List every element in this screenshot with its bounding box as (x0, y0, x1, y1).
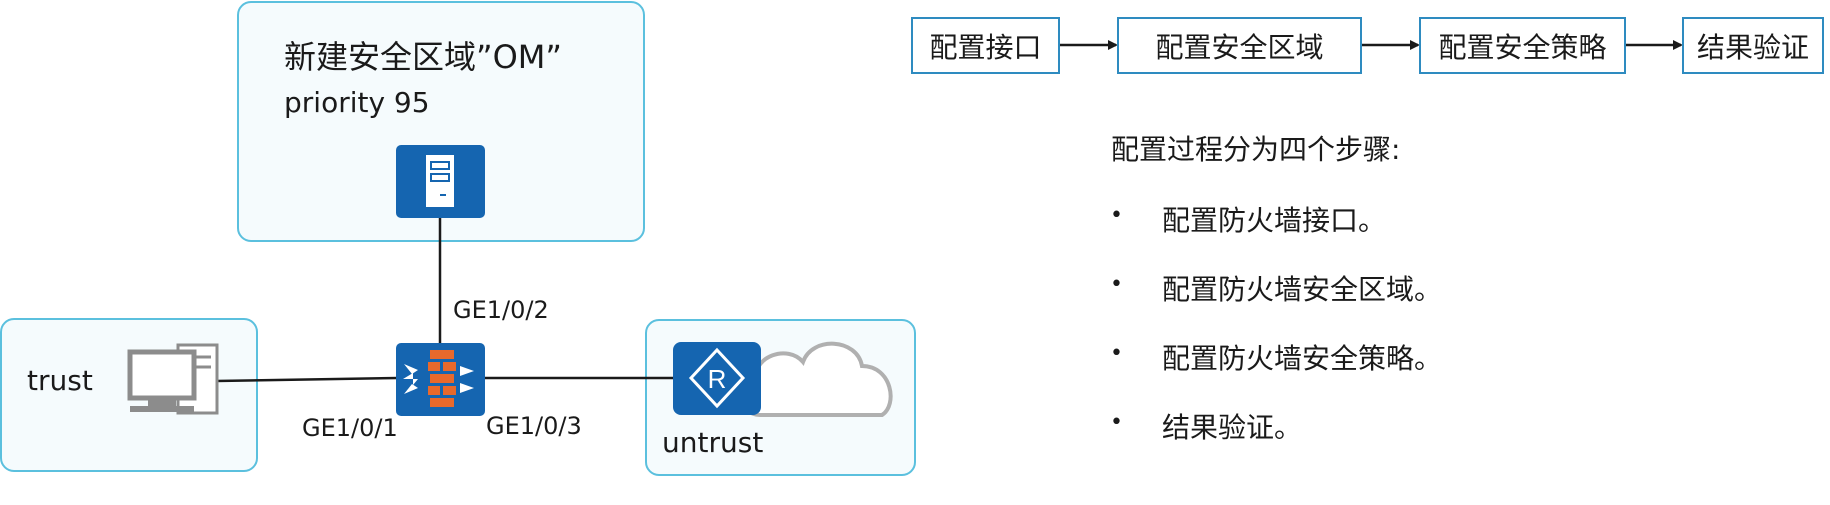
cloud-icon (740, 341, 893, 417)
flow-step-verify-result: 结果验证 (1682, 17, 1824, 74)
steps-intro: 配置过程分为四个步骤: (1111, 133, 1401, 166)
step-item-4: 结果验证。 (1162, 411, 1303, 444)
flow-step-configure-interface: 配置接口 (911, 17, 1060, 74)
server-icon (396, 145, 485, 218)
firewall-icon (396, 343, 485, 416)
router-icon: R (673, 342, 761, 415)
pc-icon (127, 343, 219, 415)
port-label-ge1: GE1/0/1 (302, 414, 398, 442)
trust-zone-label: trust (27, 364, 93, 397)
untrust-zone-label: untrust (662, 426, 764, 459)
om-zone-priority: priority 95 (284, 86, 430, 119)
bullet-1: • (1110, 203, 1123, 228)
link-pc-firewall (215, 376, 399, 383)
flow-step-configure-zone: 配置安全区域 (1117, 17, 1362, 74)
step-item-2: 配置防火墙安全区域。 (1162, 273, 1443, 306)
bullet-2: • (1110, 272, 1123, 297)
bullet-4: • (1110, 410, 1123, 435)
step-item-1: 配置防火墙接口。 (1162, 204, 1387, 237)
step-item-3: 配置防火墙安全策略。 (1162, 342, 1443, 375)
port-label-ge2: GE1/0/2 (453, 296, 549, 324)
svg-text:R: R (708, 364, 727, 394)
bullet-3: • (1110, 341, 1123, 366)
port-label-ge3: GE1/0/3 (486, 412, 582, 440)
flow-step-configure-policy: 配置安全策略 (1419, 17, 1626, 74)
om-zone-title: 新建安全区域”OM” (284, 38, 562, 76)
